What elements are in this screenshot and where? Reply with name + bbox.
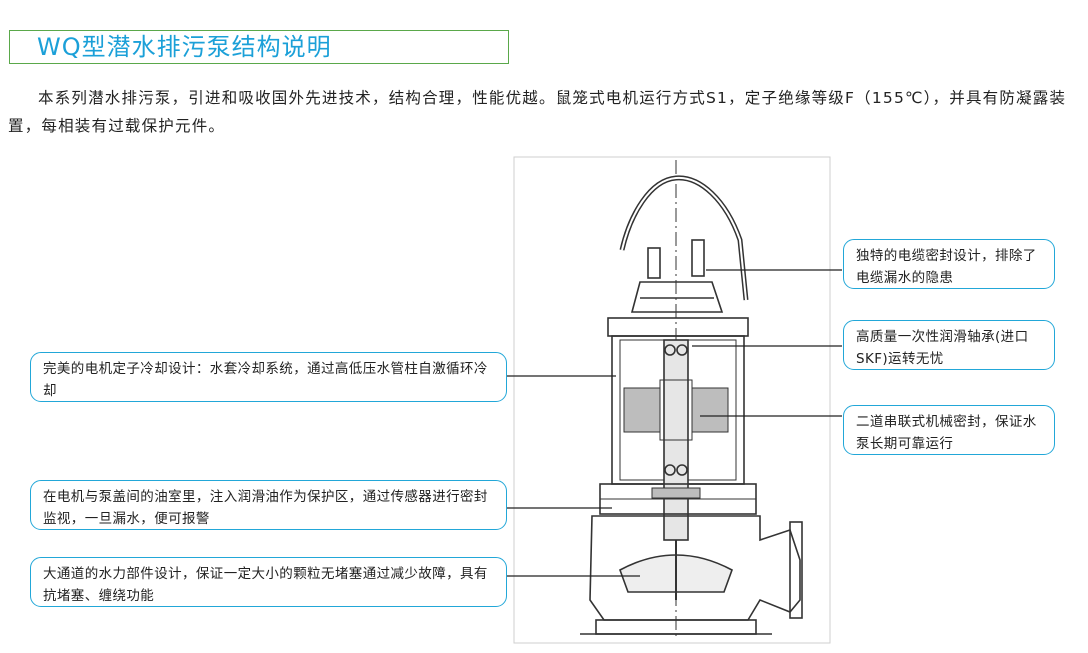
top-cap [630,281,724,313]
intro-paragraph: 本系列潜水排污泵，引进和吸收国外先进技术，结构合理，性能优越。鼠笼式电机运行方式… [8,89,1067,135]
bearing-top-left [664,344,676,356]
motor-cover [607,317,749,337]
callout-bearing: 高质量一次性润滑轴承(进口SKF)运转无忧 [843,320,1055,370]
callout-oil-chamber: 在电机与泵盖间的油室里，注入润滑油作为保护区，通过传感器进行密封监视，一旦漏水，… [30,480,507,530]
cable-gland-right [691,239,705,277]
stator-right [691,387,729,433]
rotor [659,379,693,441]
diagram-frame [513,156,831,644]
page-title: WQ型潜水排污泵结构说明 [37,33,332,61]
title-box: WQ型潜水排污泵结构说明 [9,30,509,64]
callout-impeller: 大通道的水力部件设计，保证一定大小的颗粒无堵塞通过减少故障，具有抗堵塞、缠绕功能 [30,557,507,607]
outlet-flange [789,521,803,619]
cable-gland-left [647,247,661,279]
bearing-bottom-right [676,464,688,476]
bearing-top-right [676,344,688,356]
callout-cooling: 完美的电机定子冷却设计：水套冷却系统，通过高低压水管柱自激循环冷却 [30,352,507,402]
pump-volute [589,515,801,621]
stator-left [623,387,661,433]
callout-mech-seal: 二道串联式机械密封，保证水泵长期可靠运行 [843,405,1055,455]
bearing-bottom-left [664,464,676,476]
callout-cable-seal: 独特的电缆密封设计，排除了电缆漏水的隐患 [843,239,1055,289]
mechanical-seal [651,487,701,499]
